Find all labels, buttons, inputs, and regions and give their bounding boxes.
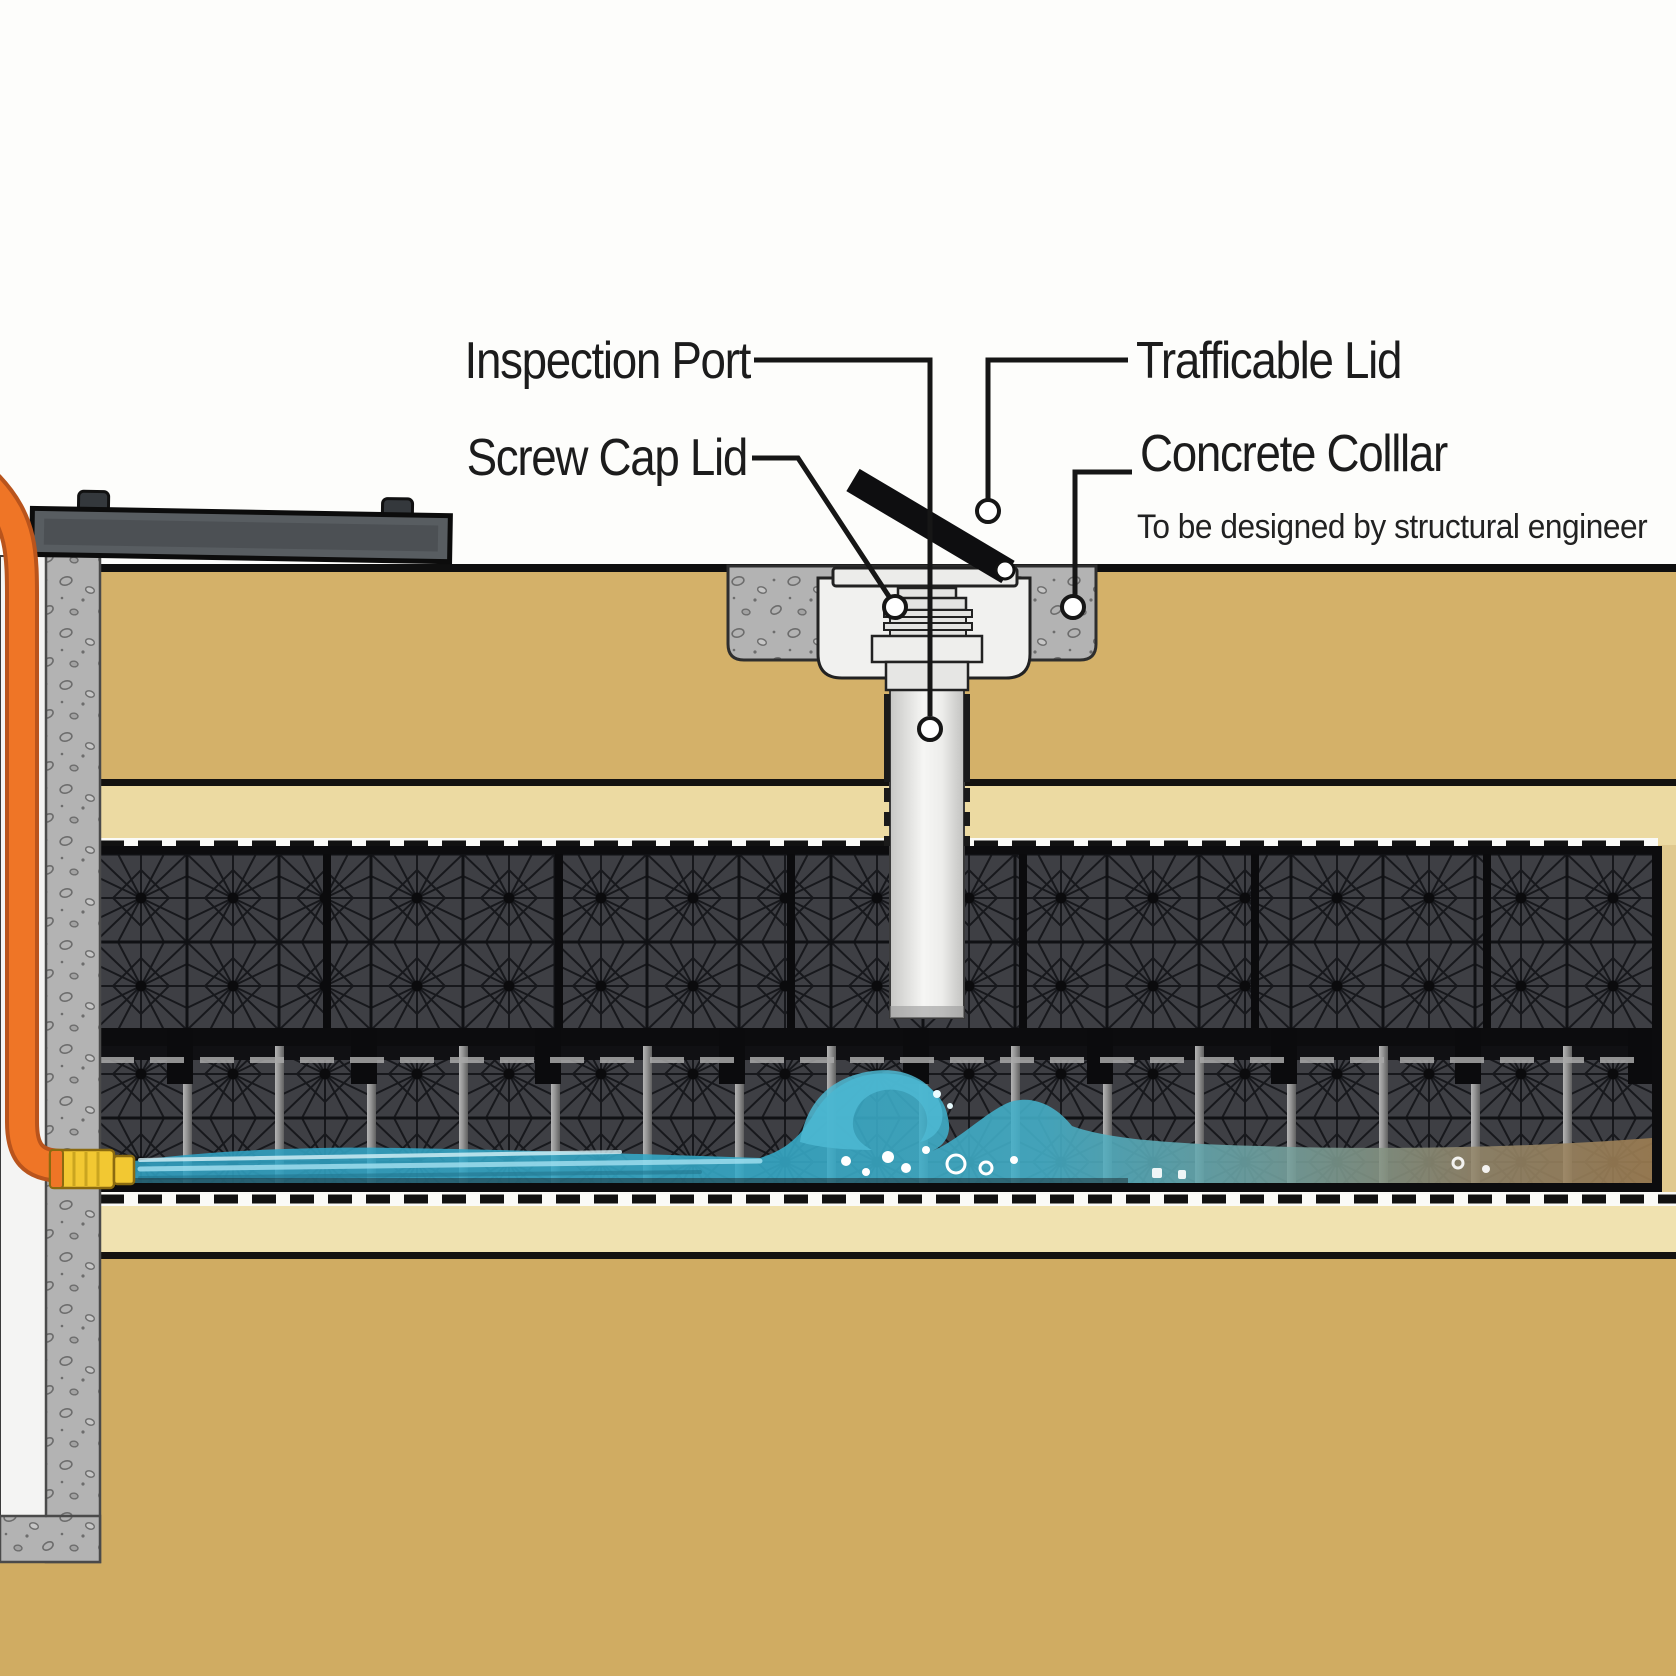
terminal-screw-cap-lid	[882, 594, 908, 620]
pit-lid	[29, 489, 453, 565]
sediment-band	[128, 1178, 1128, 1186]
terminal-inspection-port	[917, 716, 943, 742]
water	[128, 1070, 1652, 1190]
callout-terminals	[882, 498, 1086, 742]
soil-divider-line-upper	[95, 779, 1676, 786]
leader-inspection-port	[754, 357, 933, 716]
crate-row-upper	[95, 854, 1652, 1030]
soil-layer-deep	[0, 1259, 1676, 1676]
terminal-concrete-collar	[1060, 594, 1086, 620]
crate-separator-band	[95, 1028, 1652, 1046]
soil-divider-line-lower	[95, 1252, 1676, 1259]
pit-wall-concrete	[44, 554, 102, 1564]
label-trafficable-lid: Trafficable Lid	[1136, 332, 1402, 390]
label-concrete-collar-note: To be designed by structural engineer	[1137, 508, 1648, 546]
water-bubbles	[841, 1090, 1490, 1179]
tank-bottom-band	[83, 1183, 1662, 1192]
soil-column-right	[1658, 845, 1676, 1192]
splash-wave-curl	[800, 1070, 943, 1150]
leader-concrete-collar	[1072, 469, 1132, 595]
geotextile-bottom	[83, 1183, 1676, 1206]
inspection-port-riser	[884, 689, 970, 1019]
terminal-trafficable-lid	[975, 498, 1001, 524]
pit-floor-concrete	[0, 1514, 102, 1564]
water-body	[128, 1073, 1652, 1190]
leader-screw-cap-lid	[752, 455, 893, 600]
label-inspection-port: Inspection Port	[464, 332, 752, 390]
label-concrete-collar: Concrete Colllar	[1140, 425, 1448, 483]
tank-right-wall	[1652, 846, 1662, 1192]
inlet-pipe	[0, 474, 136, 1190]
water-jet-streaks	[137, 1150, 763, 1180]
callout-leaders	[752, 357, 1132, 716]
pipe-coupling	[48, 1148, 136, 1190]
leader-trafficable-lid	[985, 357, 1128, 499]
crate-row-lower-top-band	[95, 1046, 1652, 1060]
label-screw-cap-lid: Screw Cap Lid	[466, 429, 749, 487]
lid-hinge-pin	[994, 559, 1016, 581]
crate-lower-posts	[167, 1028, 1652, 1183]
tank-top-band	[83, 846, 1662, 854]
crate-module-borders	[323, 854, 1491, 1030]
